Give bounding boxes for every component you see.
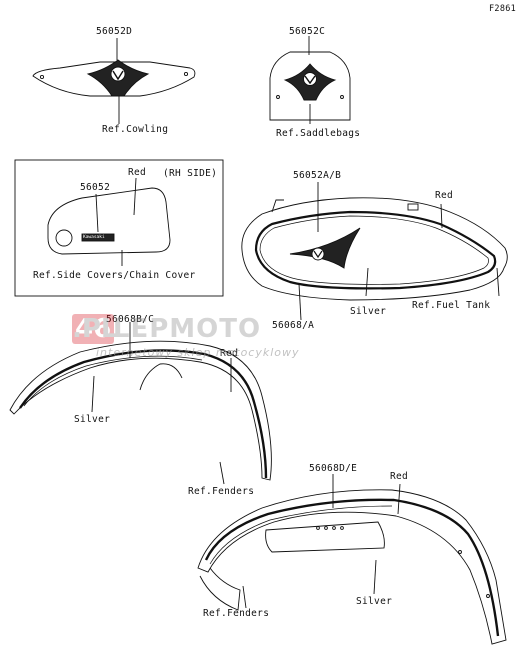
side-cover-part-number: 56052 [80,182,111,193]
kawasaki-emblem-text: Kawasaki [83,235,105,240]
front-fender-part-number: 56068B/C [106,314,155,325]
fuel-tank-reference: Ref.Fuel Tank [412,300,491,311]
watermark-brand-part3: .PL [72,314,118,344]
cowling-emblem-drawing [32,38,196,124]
side-cover-reference: Ref.Side Covers/Chain Cover [33,270,196,281]
cowling-part-number: 56052D [96,26,133,37]
fuel-tank-part-number-top: 56052A/B [293,170,342,181]
cowling-reference: Ref.Cowling [102,124,169,135]
front-fender-color-silver: Silver [74,414,111,425]
watermark-tagline: internetowy sklep motocyklowy [96,346,300,359]
front-fender-reference: Ref.Fenders [188,486,255,497]
side-cover-side-note: (RH SIDE) [163,168,218,179]
front-fender-drawing [9,322,272,485]
watermark-brand-part2: 46 [72,314,115,344]
fuel-tank-drawing [241,182,508,321]
saddlebags-part-number: 56052C [289,26,326,37]
rear-fender-color-silver: Silver [356,596,393,607]
rear-fender-part-number: 56068D/E [309,463,358,474]
side-cover-color-red: Red [128,167,147,178]
saddlebag-emblem-drawing [269,36,351,124]
watermark-brand-part1: SKLEPMOTO [72,314,262,344]
saddlebags-reference: Ref.Saddlebags [276,128,361,139]
side-cover-drawing [14,159,224,297]
rear-fender-reference: Ref.Fenders [203,608,270,619]
front-fender-color-red: Red [220,348,239,359]
rear-fender-color-red: Red [390,471,409,482]
fuel-tank-part-number-bottom: 56068/A [272,320,315,331]
fuel-tank-color-silver: Silver [350,306,387,317]
figure-code: F2861 [489,4,517,14]
fuel-tank-color-red: Red [435,190,454,201]
rear-fender-drawing [197,474,507,645]
